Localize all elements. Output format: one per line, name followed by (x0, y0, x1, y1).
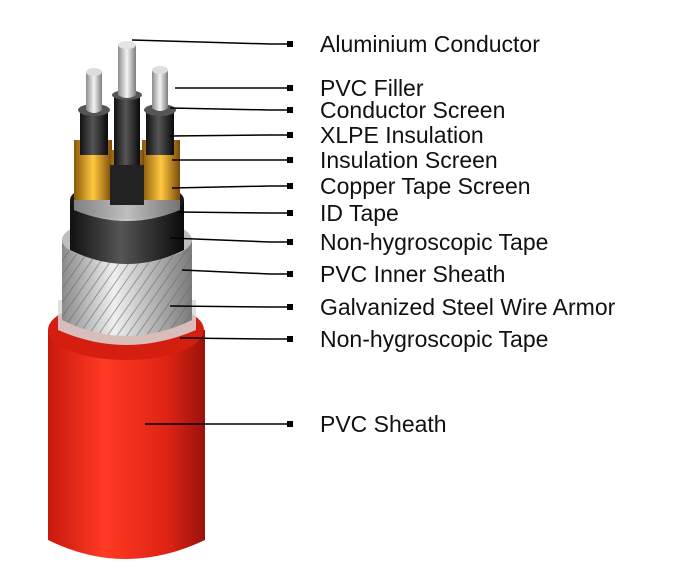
leader-marker (287, 157, 293, 163)
component-label: PVC Filler (320, 75, 424, 101)
aluminium-conductors (86, 41, 168, 113)
leader-marker (287, 132, 293, 138)
leader-marker (287, 85, 293, 91)
leader-marker (287, 239, 293, 245)
leader-marker (287, 210, 293, 216)
component-label: XLPE Insulation (320, 122, 484, 148)
component-label: PVC Sheath (320, 411, 447, 437)
component-label: PVC Inner Sheath (320, 261, 505, 287)
component-label: Non-hygroscopic Tape (320, 326, 548, 352)
leader-line (131, 39, 290, 45)
leader-lines (131, 39, 293, 427)
component-label: Aluminium Conductor (320, 31, 540, 57)
leader-line (169, 305, 290, 308)
component-label: ID Tape (320, 200, 399, 226)
leader-line (171, 185, 290, 189)
leader-marker (287, 271, 293, 277)
leader-marker (287, 421, 293, 427)
leader-line (177, 211, 290, 214)
cores (74, 95, 180, 205)
component-label: Galvanized Steel Wire Armor (320, 294, 616, 320)
leader-line (179, 337, 290, 340)
leader-line (169, 107, 290, 111)
leader-marker (287, 183, 293, 189)
leader-marker (287, 304, 293, 310)
leader-marker (287, 41, 293, 47)
leader-marker (287, 336, 293, 342)
component-label: Conductor Screen (320, 97, 505, 123)
leader-line (181, 269, 290, 275)
leader-line (169, 134, 290, 137)
component-label: Copper Tape Screen (320, 173, 531, 199)
leader-marker (287, 107, 293, 113)
component-label: Non-hygroscopic Tape (320, 229, 548, 255)
component-label: Insulation Screen (320, 147, 498, 173)
leader-line (169, 237, 290, 243)
